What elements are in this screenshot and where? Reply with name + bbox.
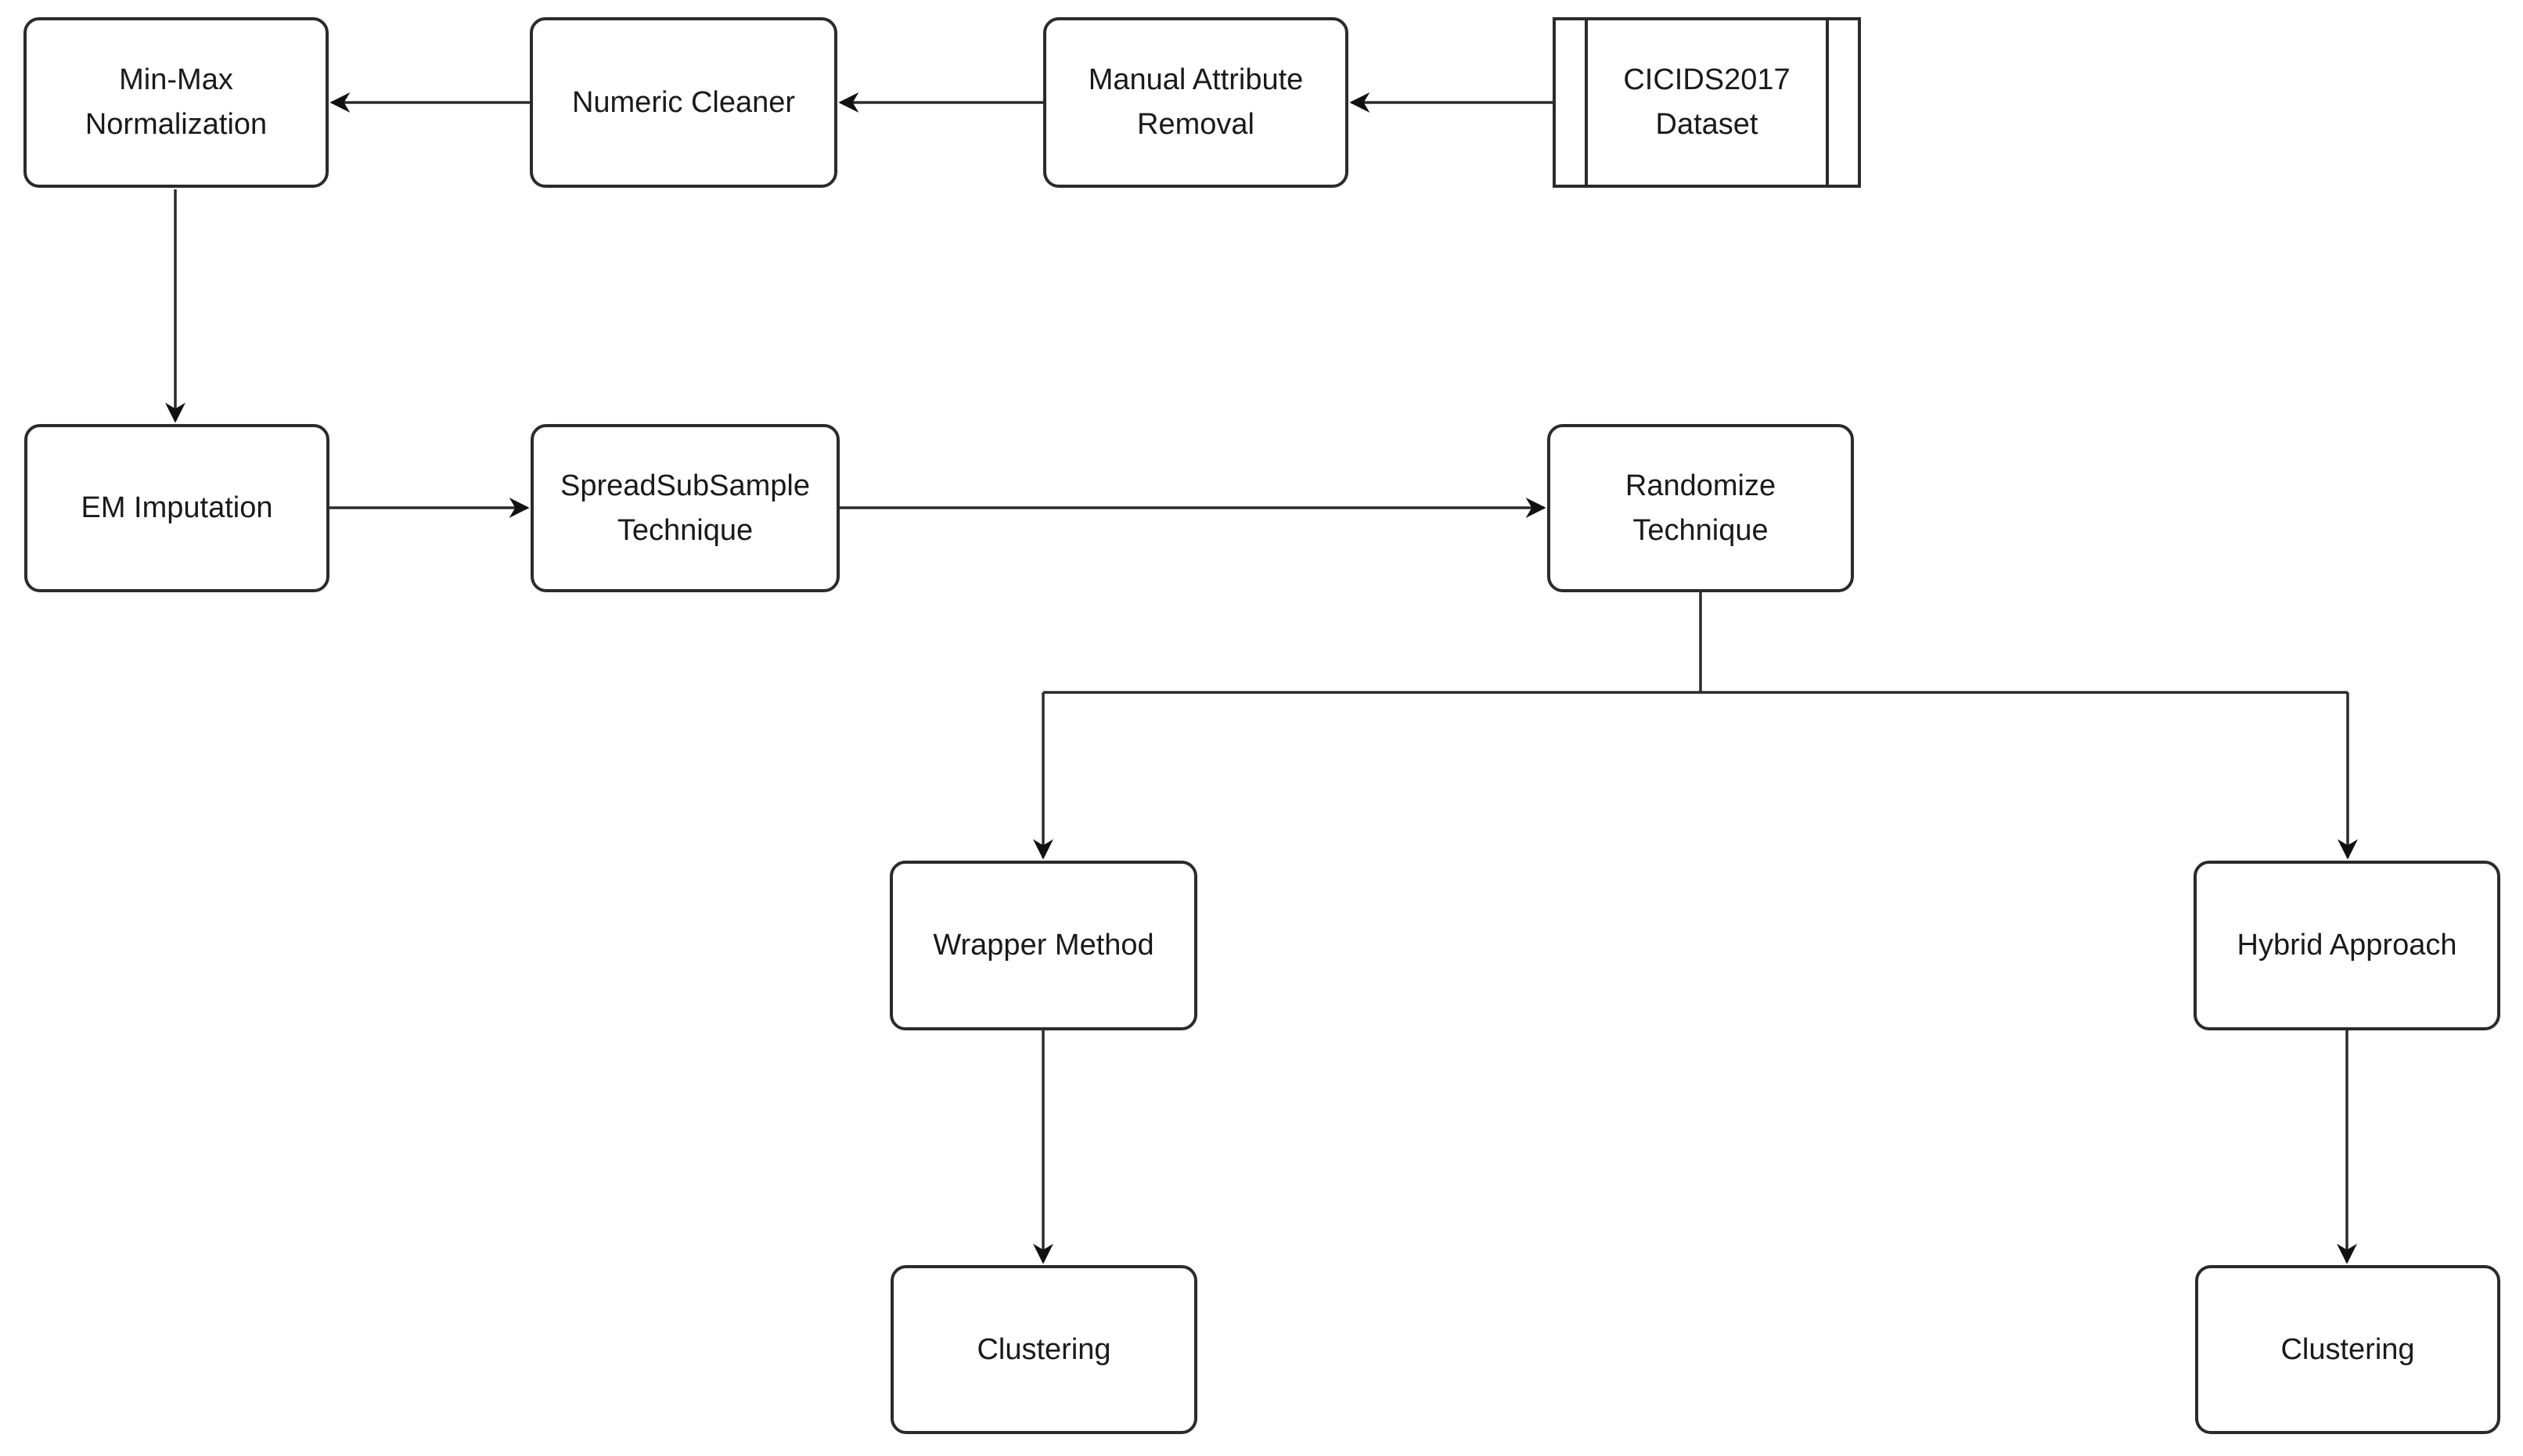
- node-label-wrapper-method: Wrapper Method: [933, 929, 1154, 962]
- node-em-imputation: EM Imputation: [24, 424, 329, 592]
- node-label-clustering-under-wrapper: Clustering: [977, 1332, 1111, 1366]
- node-label-randomize-technique: Randomize Technique: [1625, 469, 1776, 547]
- node-randomize-technique: Randomize Technique: [1547, 424, 1854, 592]
- node-label-clustering-under-hybrid: Clustering: [2280, 1332, 2415, 1366]
- node-numeric-cleaner: Numeric Cleaner: [530, 17, 837, 188]
- node-clustering-under-hybrid: Clustering: [2195, 1265, 2500, 1434]
- node-wrapper-method: Wrapper Method: [890, 861, 1197, 1030]
- node-label-cicids2017-dataset: CICIDS2017 Dataset: [1623, 63, 1791, 141]
- node-cicids2017-dataset: CICIDS2017 Dataset: [1553, 17, 1861, 188]
- node-clustering-under-wrapper: Clustering: [891, 1265, 1197, 1434]
- node-label-numeric-cleaner: Numeric Cleaner: [571, 85, 796, 119]
- node-label-hybrid-approach: Hybrid Approach: [2237, 929, 2457, 962]
- node-label-min-max-normalization: Min-Max Normalization: [85, 63, 268, 141]
- node-hybrid-approach: Hybrid Approach: [2194, 861, 2500, 1030]
- node-label-manual-attribute-removal: Manual Attribute Removal: [1088, 63, 1304, 141]
- node-min-max-normalization: Min-Max Normalization: [23, 17, 329, 188]
- node-spreadsubsample-technique: SpreadSubSample Technique: [531, 424, 840, 592]
- node-label-em-imputation: EM Imputation: [81, 491, 273, 524]
- node-manual-attribute-removal: Manual Attribute Removal: [1043, 17, 1348, 188]
- node-label-spreadsubsample-technique: SpreadSubSample Technique: [560, 469, 810, 547]
